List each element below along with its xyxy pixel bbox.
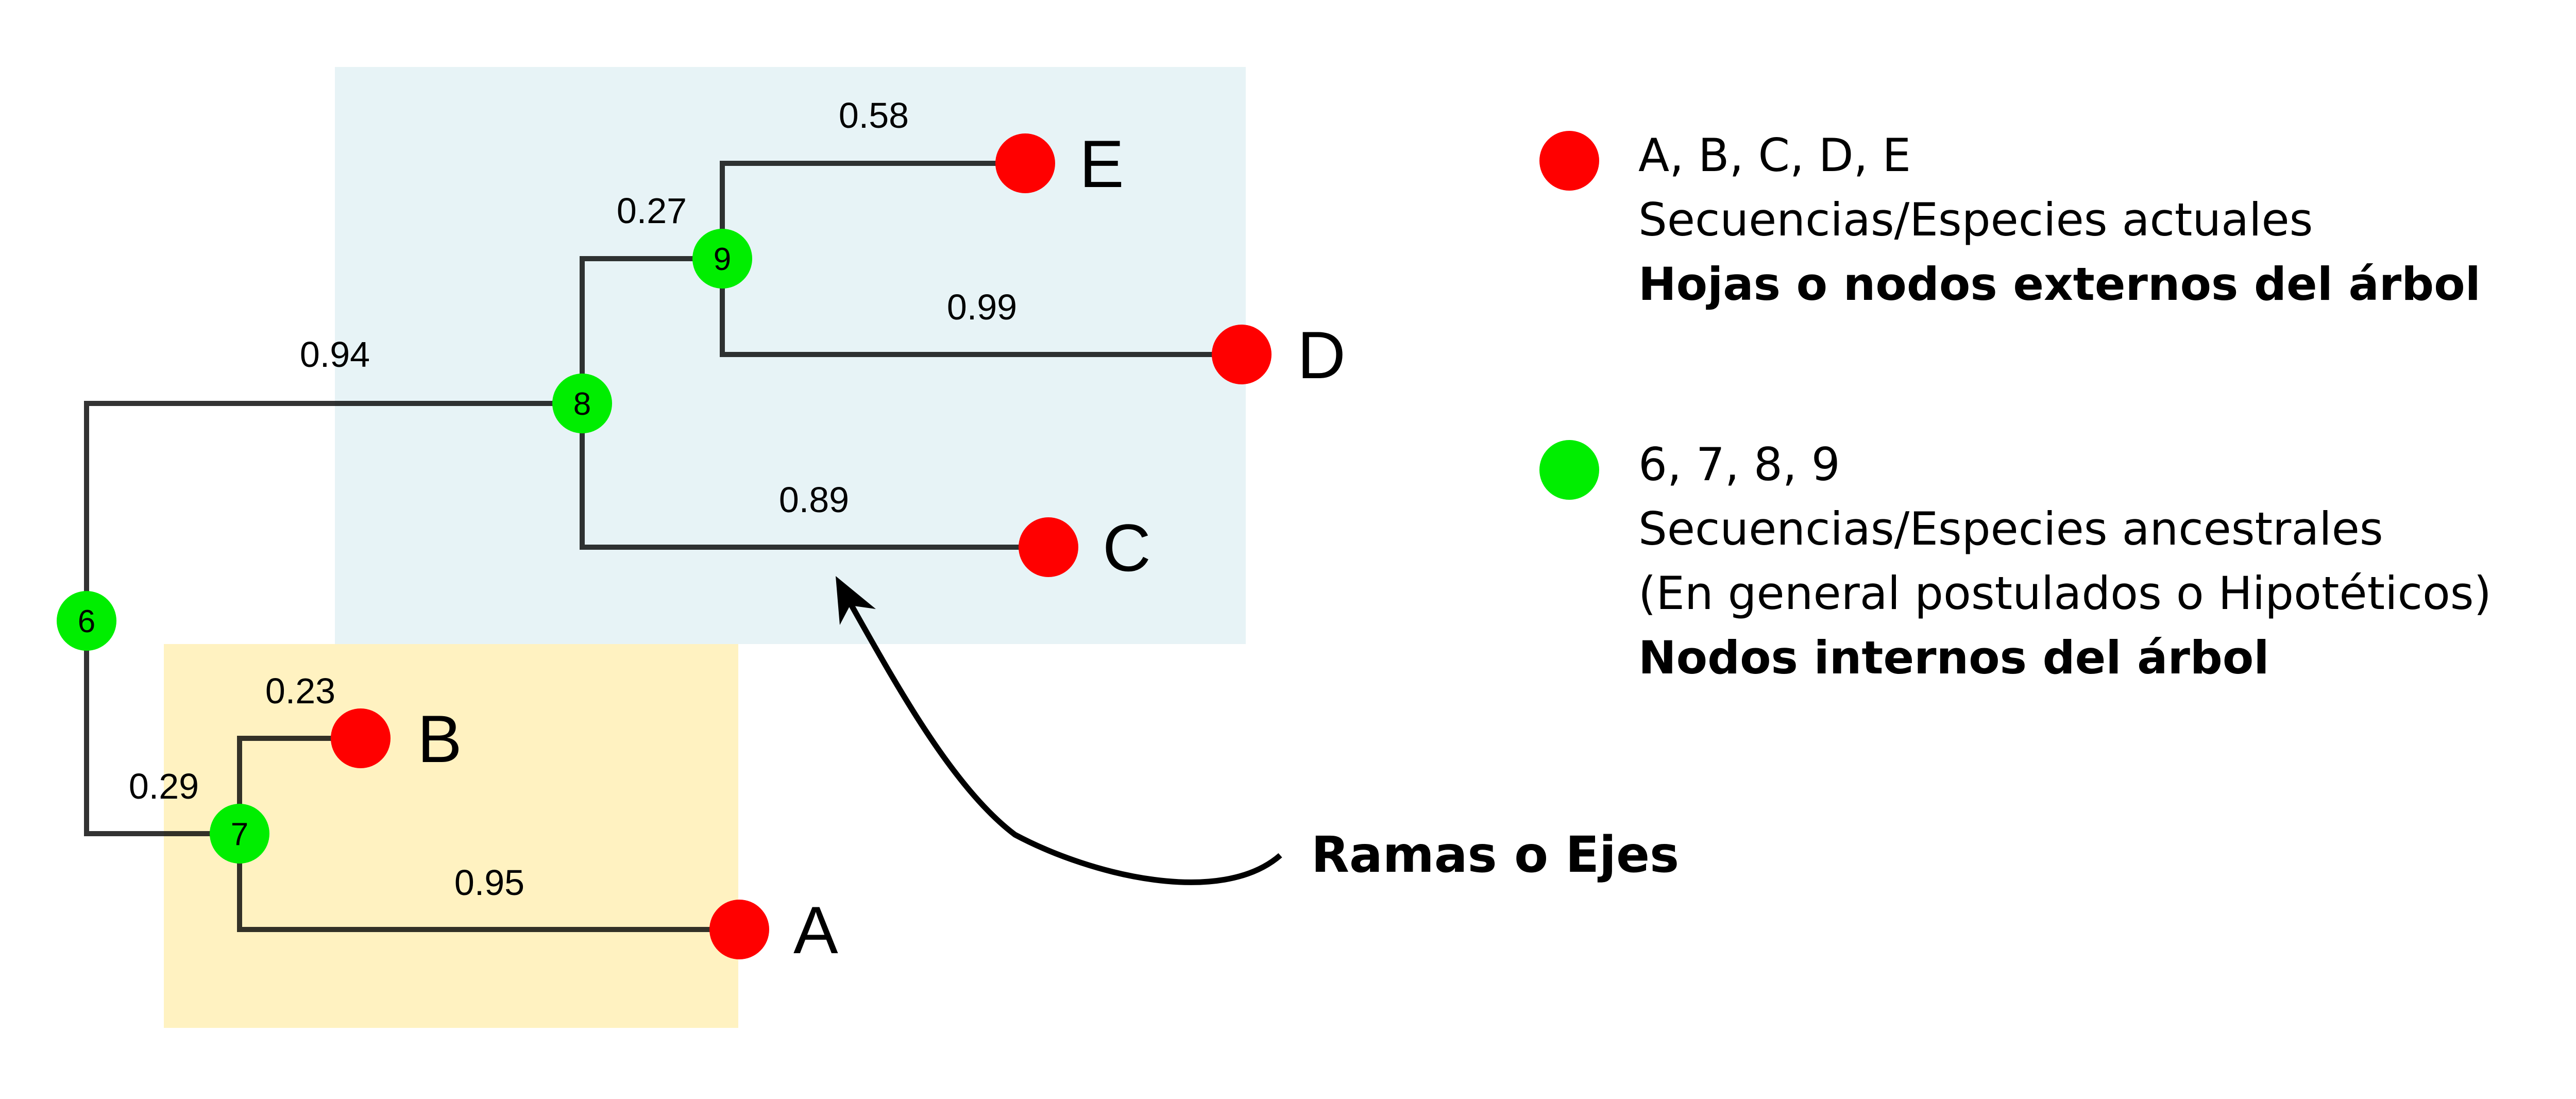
branch-length-9-E: 0.58 bbox=[839, 95, 909, 136]
legend-internal-line1: 6, 7, 8, 9 bbox=[1638, 438, 1840, 491]
internal-node-8-label: 8 bbox=[573, 386, 591, 422]
leaf-node-E bbox=[995, 133, 1055, 193]
branch-length-6-7: 0.29 bbox=[129, 766, 199, 806]
branch-length-labels: 0.94 0.29 0.23 0.95 0.27 0.89 0.58 0.99 bbox=[129, 95, 1017, 903]
branch-length-7-A: 0.95 bbox=[454, 863, 524, 903]
internal-node-9-label: 9 bbox=[714, 242, 731, 277]
legend: A, B, C, D, E Secuencias/Especies actual… bbox=[1539, 129, 2492, 684]
leaf-node-A-label: A bbox=[793, 892, 838, 968]
leaf-node-E-label: E bbox=[1079, 126, 1124, 201]
arrowhead-icon bbox=[836, 576, 876, 625]
leaf-node-B bbox=[331, 708, 391, 768]
branch-9-D bbox=[720, 259, 1242, 357]
leaf-node-C bbox=[1019, 517, 1078, 577]
internal-node-6-label: 6 bbox=[78, 604, 95, 639]
branch-9-E bbox=[720, 161, 1025, 259]
legend-leaf-line1: A, B, C, D, E bbox=[1638, 129, 1911, 182]
legend-internal-line2: Secuencias/Especies ancestrales bbox=[1638, 502, 2383, 555]
branch-6-8 bbox=[84, 401, 582, 621]
branch-length-8-9: 0.27 bbox=[617, 191, 687, 231]
leaf-node-A bbox=[709, 900, 769, 959]
internal-node-8 bbox=[552, 374, 612, 433]
legend-internal-line3: (En general postulados o Hipotéticos) bbox=[1638, 567, 2492, 620]
branch-length-7-B: 0.23 bbox=[265, 671, 335, 711]
branch-8-9 bbox=[580, 256, 722, 403]
callout-label: Ramas o Ejes bbox=[1311, 826, 1679, 884]
internal-nodes: 6 7 8 9 bbox=[57, 229, 752, 864]
branch-8-C bbox=[580, 403, 1048, 550]
branch-7-A bbox=[237, 834, 739, 932]
leaf-node-C-label: C bbox=[1103, 510, 1151, 585]
leaf-node-D-label: D bbox=[1297, 317, 1346, 393]
legend-internal-swatch bbox=[1539, 440, 1599, 500]
leaf-node-D bbox=[1212, 325, 1272, 384]
branch-length-8-C: 0.89 bbox=[779, 480, 849, 520]
internal-node-6 bbox=[57, 591, 116, 651]
leaf-node-B-label: B bbox=[417, 701, 462, 776]
branch-6-7 bbox=[84, 621, 240, 836]
branch-7-B bbox=[237, 736, 361, 834]
branches-callout: Ramas o Ejes bbox=[836, 576, 1679, 885]
callout-arrow bbox=[848, 601, 1282, 885]
legend-leaf-swatch bbox=[1539, 131, 1599, 191]
internal-node-7 bbox=[210, 804, 269, 864]
legend-leaf-line2: Secuencias/Especies actuales bbox=[1638, 193, 2313, 246]
tree-branches bbox=[84, 161, 1242, 932]
branch-length-9-D: 0.99 bbox=[947, 287, 1017, 327]
legend-leaf-line3: Hojas o nodos externos del árbol bbox=[1638, 258, 2481, 311]
internal-node-9 bbox=[692, 229, 752, 289]
legend-internal-line4: Nodos internos del árbol bbox=[1638, 631, 2269, 684]
branch-length-6-8: 0.94 bbox=[300, 334, 370, 375]
leaf-nodes: A B C D E bbox=[331, 126, 1346, 968]
internal-node-7-label: 7 bbox=[231, 817, 248, 852]
